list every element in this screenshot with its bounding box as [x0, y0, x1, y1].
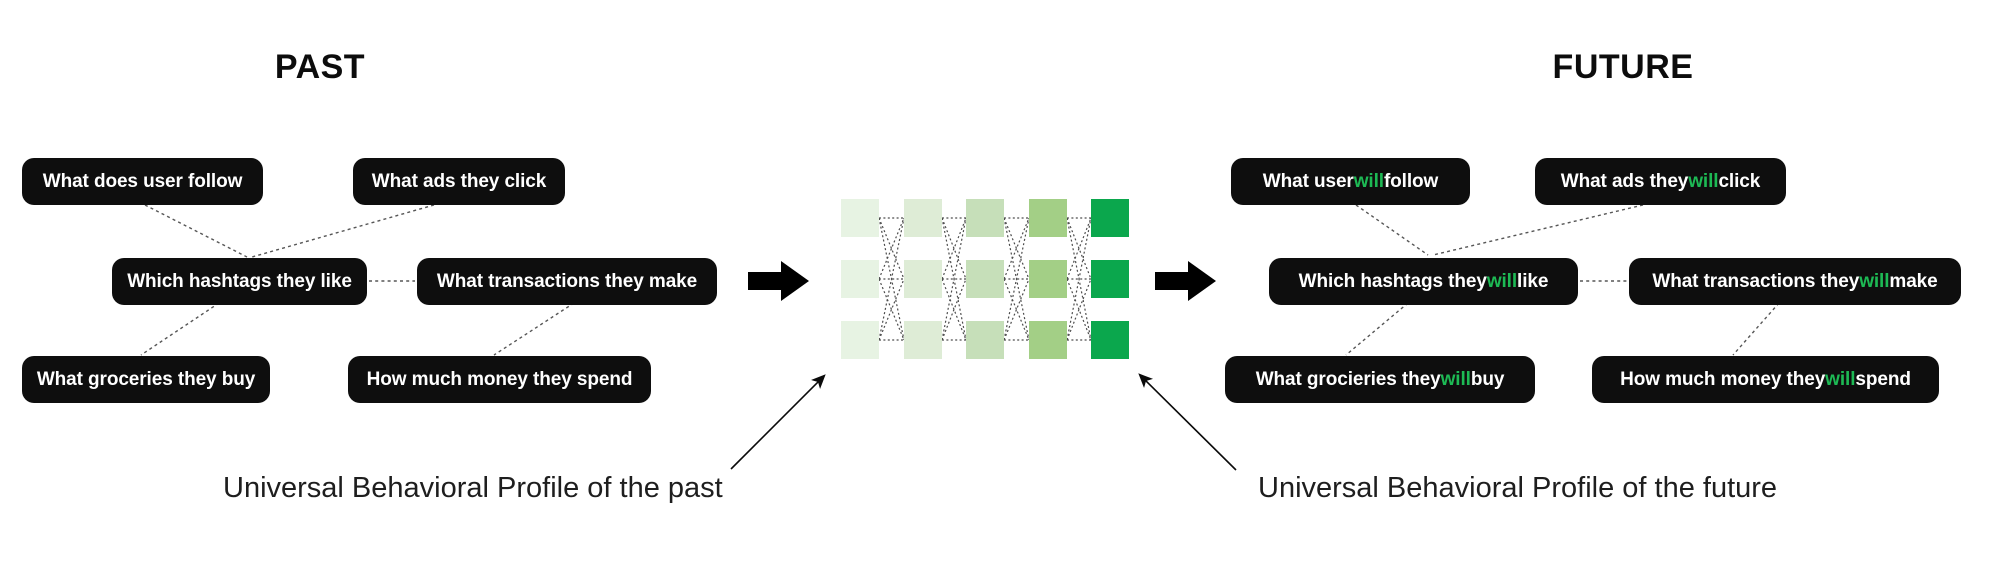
will-highlight: will: [1486, 270, 1518, 292]
will-highlight: will: [1859, 270, 1890, 292]
pill-text: How much money they: [1620, 368, 1826, 390]
dotted-connector: [1003, 217, 1030, 341]
pill-text: What does user follow: [42, 170, 243, 192]
pill-text: What ads they: [1560, 170, 1689, 192]
pill-text: How much money they spend: [366, 368, 633, 390]
matrix-cell: [1029, 260, 1067, 298]
matrix-cell: [841, 260, 879, 298]
dotted-connector: [493, 302, 575, 356]
dotted-connector: [1066, 217, 1092, 280]
pill-text: like: [1517, 270, 1549, 292]
pill-text: What transactions they make: [436, 270, 698, 292]
past-label-money-spend: How much money they spend: [348, 356, 651, 403]
past-section-title: PAST: [274, 48, 366, 86]
pill-text: Which hashtags they like: [127, 270, 352, 292]
flow-arrow-icon: [748, 261, 809, 301]
matrix-cell: [966, 199, 1004, 237]
dotted-connector: [1355, 204, 1429, 256]
pill-text: What grocieries they: [1255, 368, 1441, 390]
matrix-cell: [966, 321, 1004, 359]
matrix-cell: [1029, 321, 1067, 359]
past-label-transactions-make: What transactions they make: [417, 258, 717, 305]
behavioral-profile-matrix: [841, 199, 1129, 359]
dotted-connector: [140, 302, 220, 356]
pill-text: What transactions they: [1652, 270, 1860, 292]
pill-text: Which hashtags they: [1298, 270, 1487, 292]
dotted-connector: [1066, 217, 1092, 341]
caption-future: Universal Behavioral Profile of the futu…: [1258, 472, 1778, 504]
past-label-hashtags-like: Which hashtags they like: [112, 258, 367, 305]
matrix-mesh: [878, 217, 1092, 341]
caption-past: Universal Behavioral Profile of the past: [223, 472, 723, 504]
dotted-connector: [878, 217, 905, 341]
dotted-connector: [941, 217, 967, 280]
future-section-title: FUTURE: [1552, 48, 1694, 86]
past-label-groceries-buy: What groceries they buy: [22, 356, 270, 403]
future-label-hashtags-like: Which hashtags they will like: [1269, 258, 1578, 305]
future-label-money-spend: How much money they will spend: [1592, 356, 1939, 403]
pill-text: What user: [1262, 170, 1354, 192]
matrix-cell: [841, 199, 879, 237]
pill-text: follow: [1383, 170, 1439, 192]
pill-text: spend: [1855, 368, 1911, 390]
future-label-ads-click: What ads they will click: [1535, 158, 1786, 205]
pill-text: click: [1718, 170, 1761, 192]
dotted-connector: [144, 204, 248, 258]
matrix-cell: [966, 260, 1004, 298]
annotation-arrow-icon: [730, 374, 826, 470]
dotted-connector: [941, 278, 967, 341]
will-highlight: will: [1688, 170, 1719, 192]
annotation-arrow-icon: [1138, 373, 1237, 471]
dotted-connector: [1345, 302, 1409, 356]
past-label-user-follow: What does user follow: [22, 158, 263, 205]
matrix-cell: [841, 321, 879, 359]
matrix-cell: [1091, 260, 1129, 298]
dotted-connector: [1066, 278, 1092, 341]
flow-arrow-icon: [1155, 261, 1216, 301]
future-label-groceries-buy: What grocieries they will buy: [1225, 356, 1535, 403]
pill-text: buy: [1470, 368, 1505, 390]
past-label-ads-click: What ads they click: [353, 158, 565, 205]
future-label-user-follow: What user will follow: [1231, 158, 1470, 205]
pill-text: What groceries they buy: [36, 368, 256, 390]
dotted-connector: [1432, 204, 1644, 256]
matrix-cell: [904, 260, 942, 298]
will-highlight: will: [1353, 170, 1384, 192]
pill-text: What ads they click: [371, 170, 547, 192]
matrix-cell: [904, 199, 942, 237]
dotted-connector: [941, 217, 967, 341]
future-label-transactions-make: What transactions they will make: [1629, 258, 1961, 305]
matrix-cell: [1029, 199, 1067, 237]
will-highlight: will: [1825, 368, 1856, 390]
dotted-connector: [1732, 302, 1780, 356]
matrix-cell: [1091, 321, 1129, 359]
will-highlight: will: [1440, 368, 1471, 390]
matrix-cell: [1091, 199, 1129, 237]
pill-text: make: [1889, 270, 1938, 292]
matrix-cell: [904, 321, 942, 359]
dotted-connector: [251, 204, 435, 258]
